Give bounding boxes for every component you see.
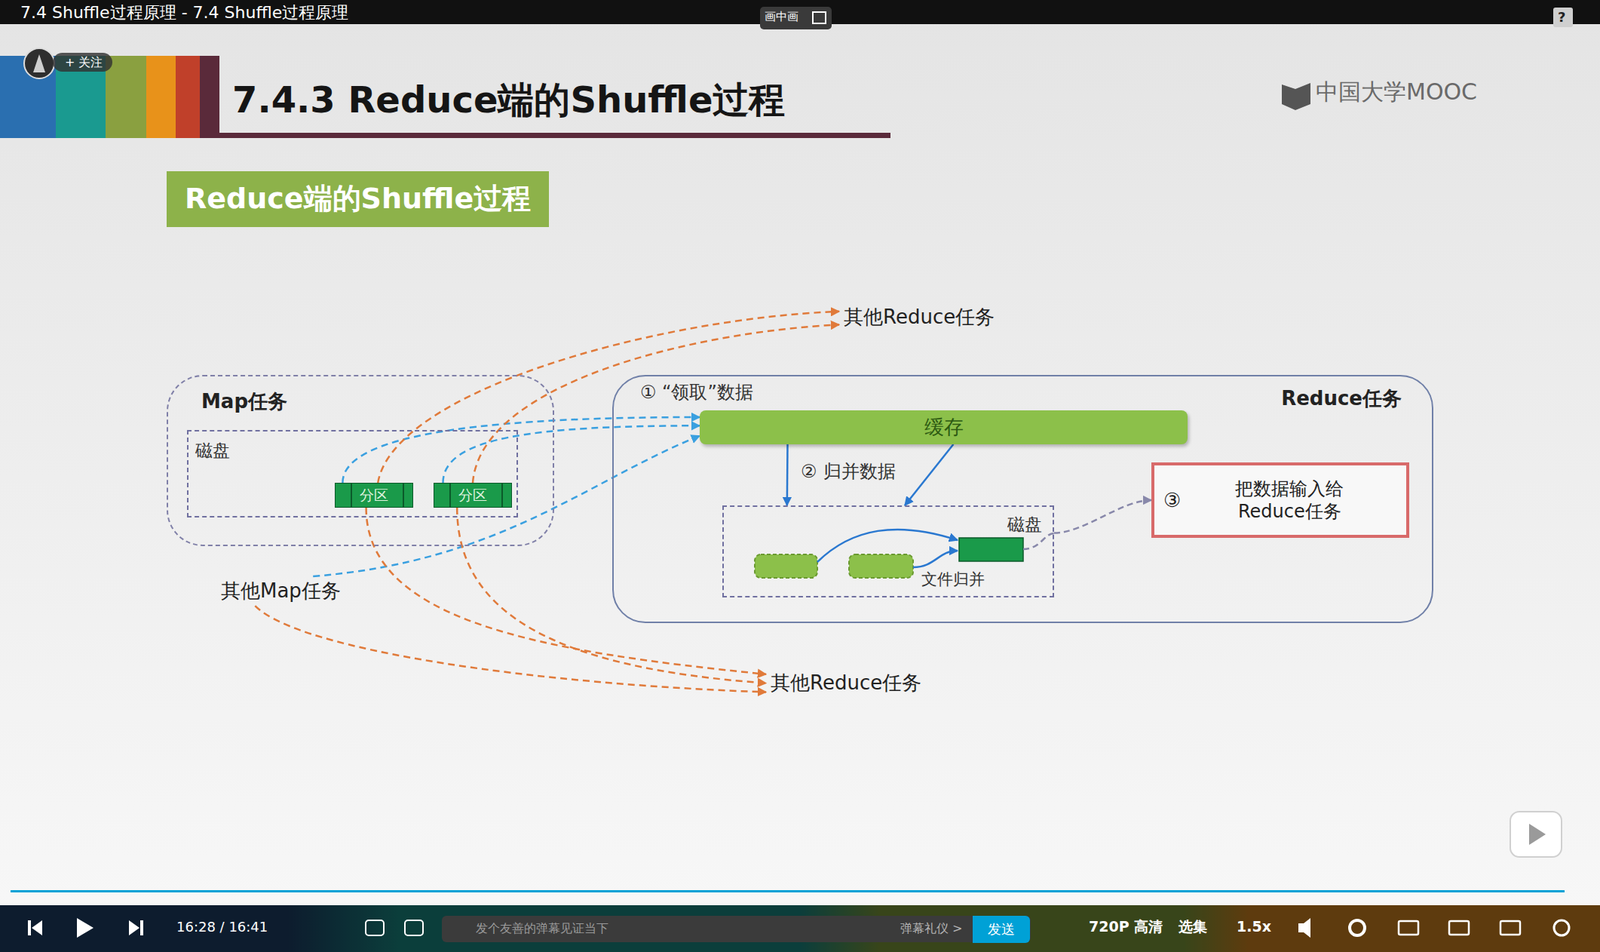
settings-icon (1349, 919, 1365, 935)
node-text: 其他Reduce任务 (770, 671, 922, 695)
node-text: 其他Map任务 (220, 579, 341, 603)
title-underline (219, 132, 891, 138)
avatar-figure (33, 54, 46, 73)
fetch-arrow (443, 425, 701, 483)
callout-number: ③ (1163, 488, 1181, 512)
step-text: 归并数据 (823, 460, 896, 483)
node-text: Reduce端的Shuffle过程 (184, 181, 531, 217)
fetch-arrow (312, 435, 700, 577)
pip-button-text: 画中画 (764, 9, 799, 24)
quality-button: 720P 高清 (1088, 917, 1163, 935)
disk-box: 磁盘 (722, 505, 1055, 598)
segment-block (754, 554, 818, 578)
fetch-arrow (254, 605, 767, 692)
step-text: “领取”数据 (662, 381, 754, 404)
fullscreen-icon (1554, 919, 1570, 935)
logo-icon (1281, 82, 1311, 111)
node-text: 磁盘 (195, 438, 510, 463)
node-text: 缓存 (924, 413, 964, 441)
merge-arrow (904, 444, 954, 506)
node-text: 分区 (458, 485, 488, 506)
progress-bar (10, 889, 1565, 892)
node-text: 把数据输入给 Reduce任务 (1213, 477, 1365, 523)
color-block (146, 55, 176, 138)
node-text: 分区 (359, 485, 389, 506)
partition-box: 分区 (334, 482, 414, 508)
danmaku-etiquette: 弹幕礼仪 > (900, 920, 963, 935)
danmaku-icon (365, 919, 384, 935)
fetch-arrow (472, 324, 840, 483)
reduce-task-box: Reduce任务缓存磁盘③把数据输入给 Reduce任务 (612, 374, 1434, 623)
slide-title: 7.4.3 Reduce端的Shuffle过程 (232, 78, 785, 123)
help-button (1553, 7, 1573, 28)
play-icon (76, 917, 94, 938)
control-bar (0, 904, 1600, 952)
callout-number: ② (800, 460, 818, 483)
color-block (199, 55, 220, 138)
merged-file-block (959, 537, 1024, 561)
merge-arrow (913, 550, 958, 568)
merge-arrow (817, 529, 958, 562)
fetch-arrow (366, 507, 767, 675)
target-task-text: 其他Reduce任务 (839, 302, 1000, 332)
webfullscreen-icon (1500, 920, 1521, 935)
partition-box: 分区 (433, 482, 512, 508)
logo-text: 中国大学MOOC (1315, 78, 1478, 106)
fetch-arrow (377, 311, 840, 483)
heading-box: Reduce端的Shuffle过程 (166, 171, 549, 227)
send-button: 发送 (972, 915, 1030, 943)
cache-bar: 缓存 (699, 410, 1188, 445)
target-task-text: 其他Reduce任务 (766, 668, 926, 698)
miniplayer-icon (1398, 920, 1419, 935)
highlight-box: ③ 把数据输入给 Reduce任务 (1151, 462, 1410, 538)
next-icon (128, 919, 144, 935)
color-block (105, 55, 147, 138)
merge-arrow (786, 444, 789, 506)
map-task-box: Map任务磁盘分区 分区 (166, 374, 555, 546)
output-wire (1023, 533, 1055, 549)
step-text: 文件归并 (921, 570, 985, 589)
play-overlay-icon (1529, 823, 1546, 845)
fetch-arrow (342, 416, 700, 483)
pip-button (760, 6, 832, 30)
volume-icon (1298, 917, 1311, 938)
segment-block (849, 554, 914, 578)
disk-box: 磁盘分区 分区 (186, 429, 519, 518)
episode-button: 选集 (1178, 917, 1208, 935)
node-text: 其他Reduce任务 (843, 305, 995, 329)
control-bar-shade (0, 904, 1600, 952)
window-title: 7.4 Shuffle过程原理 - 7.4 Shuffle过程原理 (20, 3, 349, 23)
danmaku-input (441, 915, 1031, 942)
prev-icon (27, 919, 43, 935)
output-arrow (1054, 499, 1152, 534)
danmaku-placeholder: 发个友善的弹幕见证当下 (475, 920, 609, 935)
play-overlay (1510, 811, 1562, 857)
avatar (24, 48, 55, 79)
node-text: Map任务 (201, 388, 553, 415)
time-display: 16:28 / 16:41 (176, 918, 268, 935)
source-task-text: 其他Map任务 (216, 576, 346, 606)
color-block (175, 55, 200, 138)
node-text: 磁盘 (734, 512, 1043, 537)
widescreen-icon (1449, 920, 1469, 935)
pip-icon (812, 12, 826, 24)
speed-button: 1.5x (1236, 917, 1272, 935)
slide-background (0, 0, 1600, 905)
follow-button: + 关注 (52, 52, 113, 72)
danmaku-setting-icon (404, 919, 423, 935)
help-button-text: ? (1557, 9, 1566, 26)
callout-number: ① (640, 381, 657, 404)
